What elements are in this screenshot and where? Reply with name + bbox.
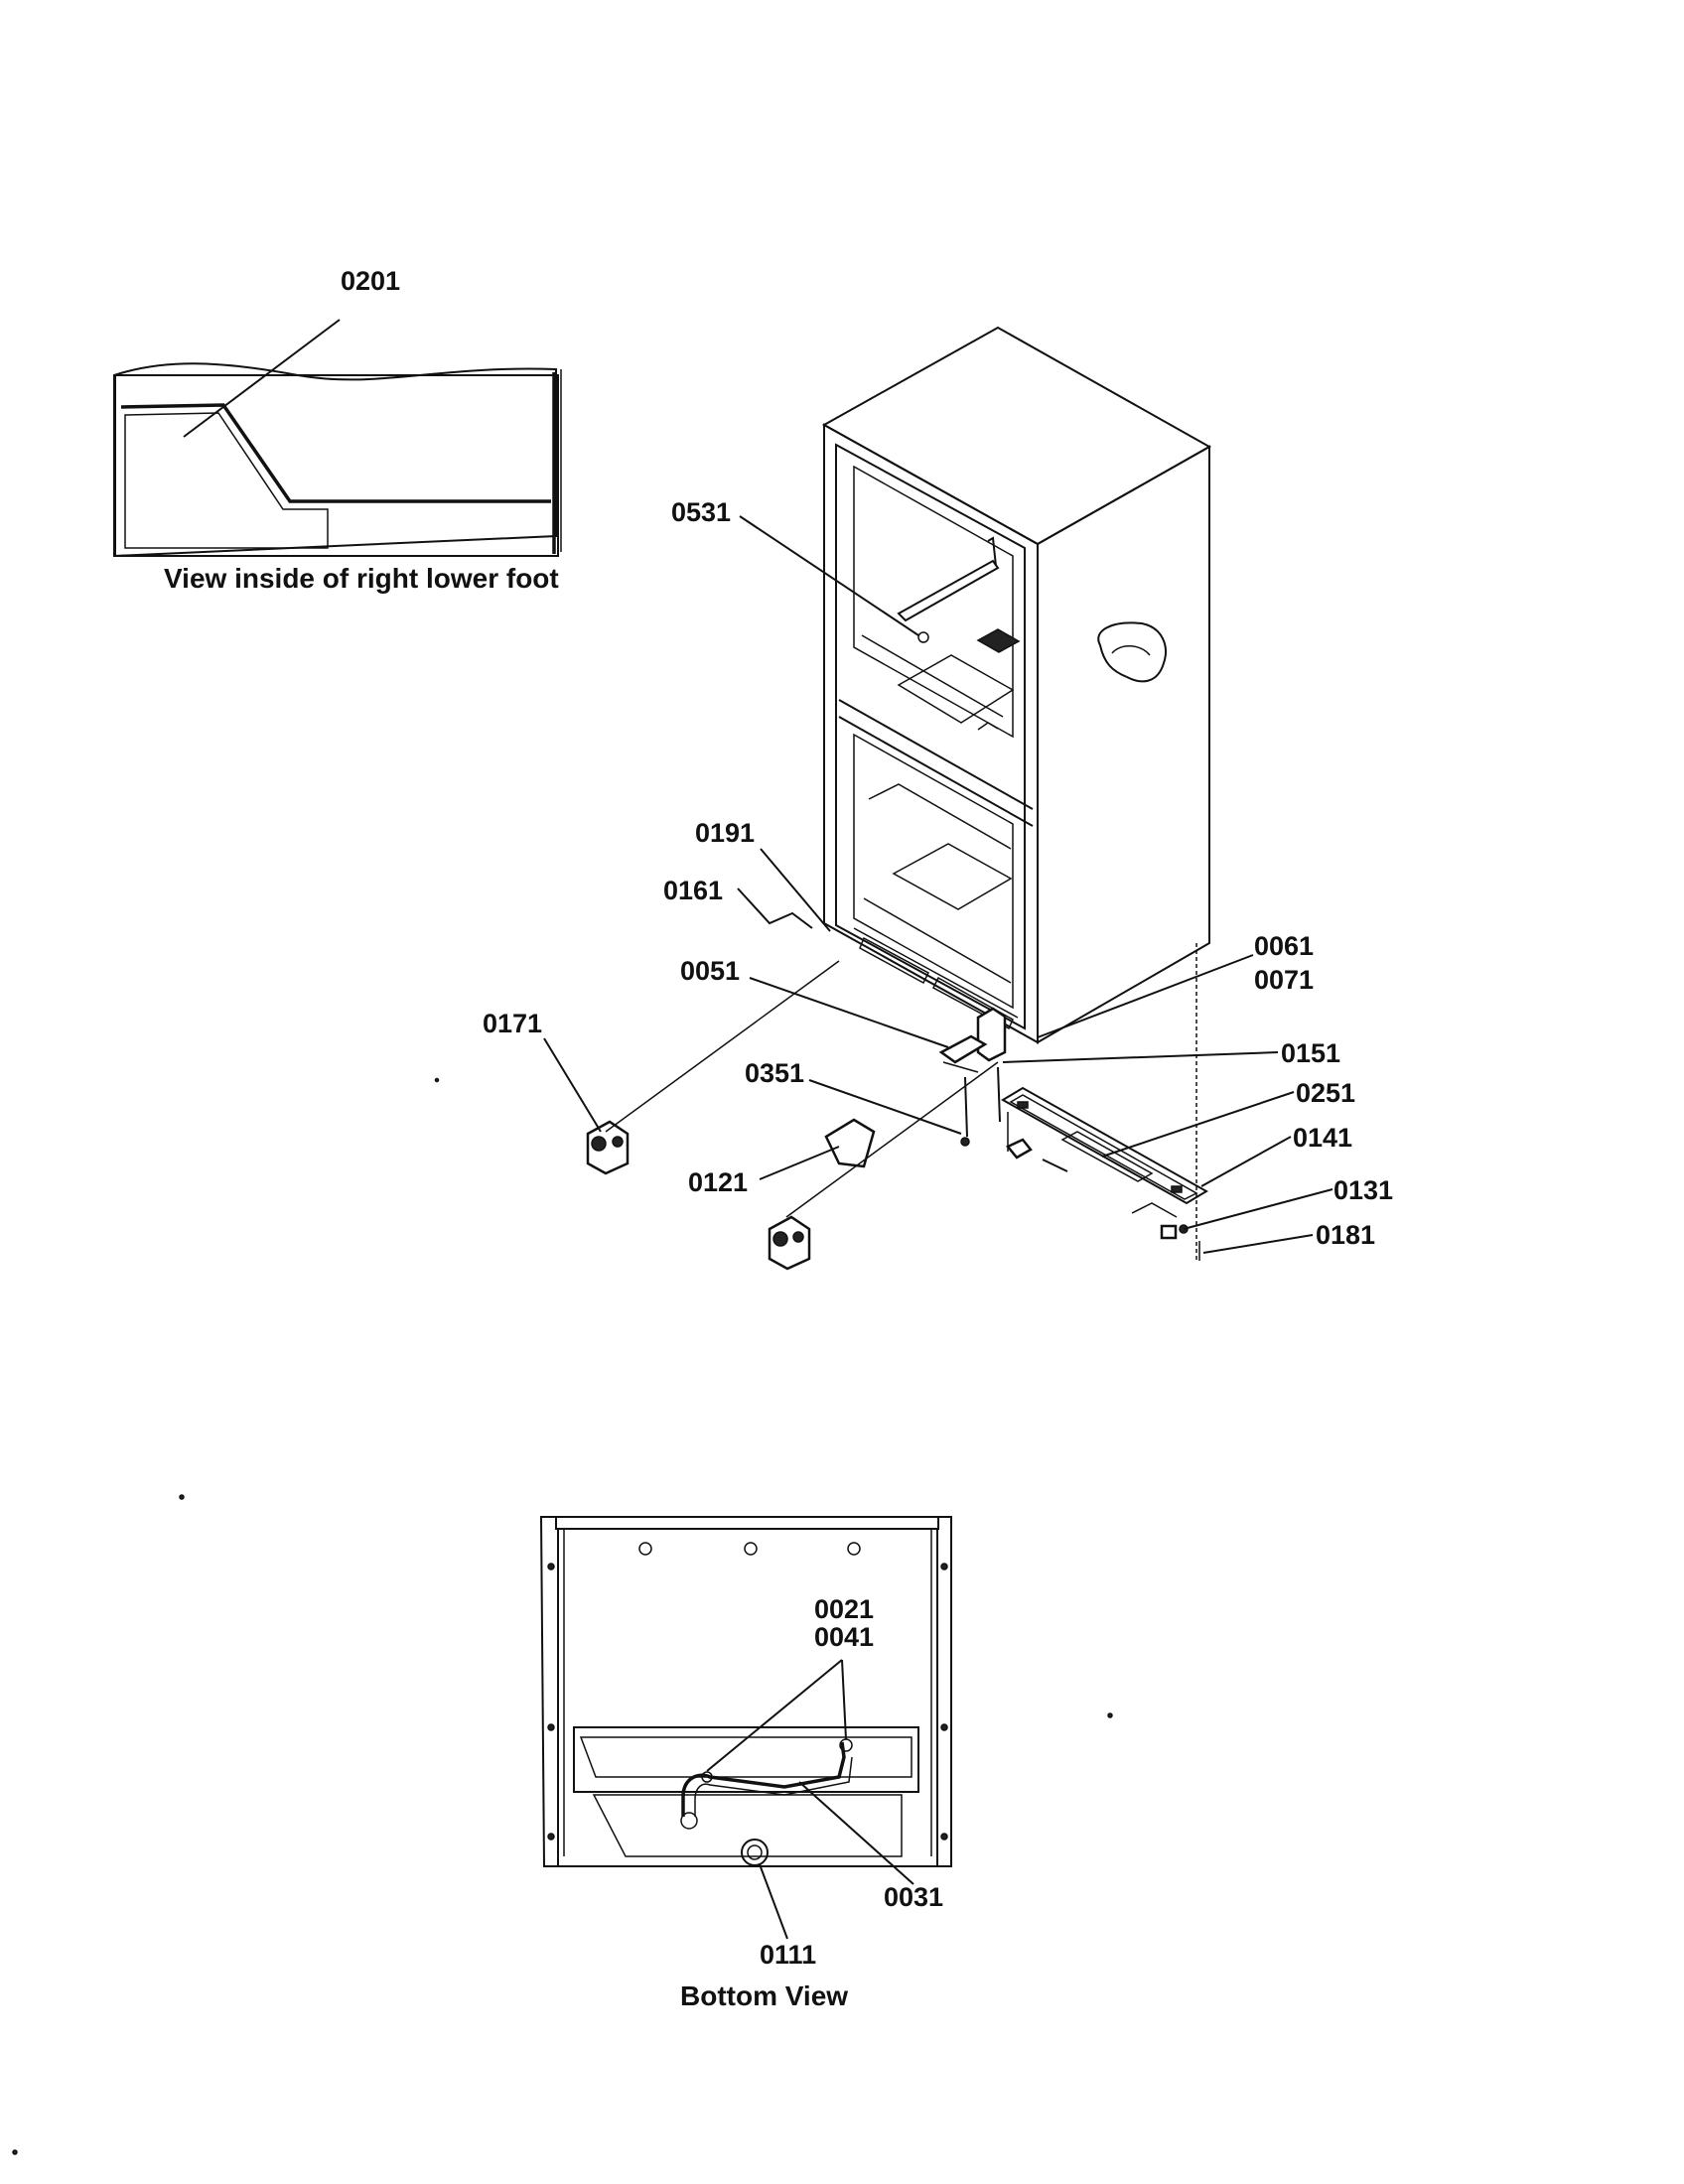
refrigerator-cabinet xyxy=(821,326,1212,1044)
leader-0531 xyxy=(739,515,919,636)
label-0251: 0251 xyxy=(1296,1078,1355,1108)
leader-0141 xyxy=(1200,1136,1292,1187)
leveling-parts xyxy=(586,943,1208,1271)
leader-0051 xyxy=(749,977,949,1048)
bottom-view xyxy=(539,1516,952,1867)
label-0151: 0151 xyxy=(1281,1038,1340,1068)
main-leaders xyxy=(543,515,1333,1254)
leader-0021 xyxy=(706,1659,843,1772)
leader-0061 xyxy=(1037,954,1254,1038)
leader-0151 xyxy=(1002,1051,1279,1063)
speck xyxy=(12,2149,18,2155)
leader-0161 xyxy=(737,887,813,929)
label-0031: 0031 xyxy=(884,1882,943,1912)
label-0021: 0021 xyxy=(814,1594,874,1624)
leader-0121 xyxy=(759,1146,840,1180)
label-0121: 0121 xyxy=(688,1167,748,1197)
label-0351: 0351 xyxy=(745,1058,804,1088)
label-0041: 0041 xyxy=(814,1622,874,1652)
leader-0041 xyxy=(841,1659,847,1740)
label-0531: 0531 xyxy=(671,497,731,527)
leader-0181 xyxy=(1202,1234,1314,1254)
speck xyxy=(434,1077,440,1083)
leader-0131 xyxy=(1183,1188,1333,1230)
label-0141: 0141 xyxy=(1293,1123,1352,1153)
leader-0351 xyxy=(808,1079,962,1135)
label-0181: 0181 xyxy=(1316,1220,1375,1250)
inset-foot-view: 0201 View inside of right lower foot xyxy=(113,266,562,594)
label-0061: 0061 xyxy=(1254,931,1314,961)
label-0191: 0191 xyxy=(695,818,755,848)
inset-caption: View inside of right lower foot xyxy=(164,563,559,594)
label-0171: 0171 xyxy=(483,1009,542,1038)
leader-0251 xyxy=(1101,1091,1295,1158)
bottom-leaders xyxy=(706,1659,914,1940)
label-0111: 0111 xyxy=(760,1940,816,1970)
label-0201: 0201 xyxy=(341,266,400,296)
label-0071: 0071 xyxy=(1254,965,1314,995)
leader-0031 xyxy=(798,1781,914,1885)
label-0161: 0161 xyxy=(663,876,723,905)
speck xyxy=(1107,1712,1113,1718)
bottom-view-caption: Bottom View xyxy=(680,1980,848,2011)
leader-0111 xyxy=(759,1863,788,1940)
label-0051: 0051 xyxy=(680,956,740,986)
leader-0191 xyxy=(760,848,831,932)
leader-0171 xyxy=(543,1037,602,1133)
leader-0201 xyxy=(183,319,341,438)
label-0131: 0131 xyxy=(1333,1175,1393,1205)
speck xyxy=(179,1494,185,1500)
